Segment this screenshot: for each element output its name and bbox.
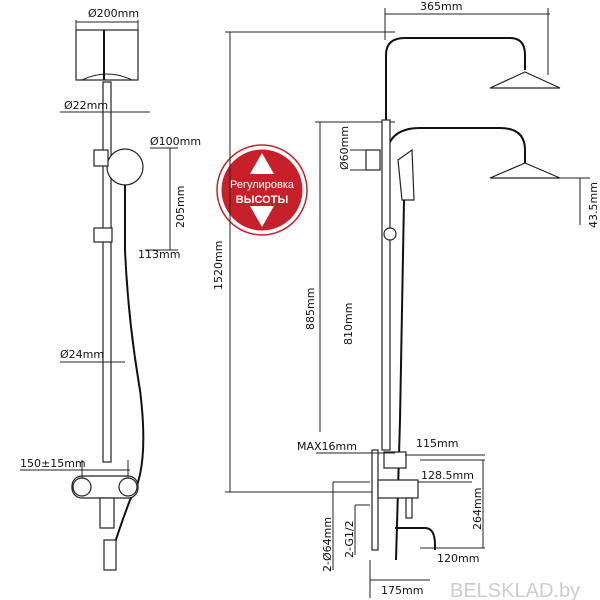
dim-wall-max: MAX16mm bbox=[297, 440, 357, 453]
spout bbox=[395, 527, 436, 550]
badge-circle bbox=[218, 146, 306, 234]
shower-head-top-view bbox=[75, 29, 139, 81]
arrow-up-icon bbox=[250, 153, 274, 174]
hand-shower-outlet bbox=[103, 539, 117, 571]
badge-line2: ВЫСОТЫ bbox=[236, 194, 289, 206]
dim-mixer-height: 264mm bbox=[471, 488, 484, 530]
slide-knob bbox=[383, 227, 397, 241]
dim-holder-height: 205mm bbox=[174, 186, 187, 228]
mixer-handle bbox=[99, 497, 115, 529]
mixer-inlet-right bbox=[118, 477, 138, 497]
dim-inlet-spacing: 150±15mm bbox=[20, 457, 86, 470]
hose-side bbox=[395, 199, 405, 561]
dim-depth-mixer: 128.5mm bbox=[421, 469, 474, 482]
dim-inlet-thread: 2-G1/2 bbox=[343, 520, 356, 558]
dim-spout-reach: 120mm bbox=[437, 552, 479, 565]
right-side-view: 365mm Ø60mm 43.5mm 1520mm 885mm 810mm MA… bbox=[212, 0, 600, 598]
height-adjustment-badge: Регулировка ВЫСОТЫ bbox=[216, 144, 308, 236]
dim-head-drop: 43.5mm bbox=[587, 182, 600, 228]
slide-holder bbox=[93, 227, 113, 243]
dim-inlet-diameter: 2-Ø64mm bbox=[321, 517, 334, 572]
mixer-side bbox=[377, 479, 419, 499]
dim-total-height: 1520mm bbox=[212, 241, 225, 290]
dim-height-upper: 885mm bbox=[304, 288, 317, 330]
dim-depth-diverter: 115mm bbox=[416, 437, 458, 450]
riser-pipe bbox=[102, 81, 112, 463]
dim-total-depth: 175mm bbox=[381, 584, 423, 597]
dim-pipe-diameter-top: Ø22mm bbox=[64, 99, 108, 112]
badge-ring bbox=[216, 144, 308, 236]
badge-line1: Регулировка bbox=[230, 179, 295, 191]
rain-head-lower bbox=[489, 162, 561, 179]
mixer-lever bbox=[405, 497, 413, 519]
hand-shower bbox=[106, 148, 144, 186]
dim-hand-shower-diameter: Ø100mm bbox=[150, 135, 201, 148]
hose bbox=[109, 185, 145, 561]
rain-head-upper bbox=[489, 71, 561, 89]
riser-pipe-side bbox=[381, 119, 391, 451]
shower-head bbox=[81, 73, 133, 81]
dim-pipe-diameter-bottom: Ø24mm bbox=[60, 348, 104, 361]
dim-escutcheon-diameter: Ø60mm bbox=[338, 126, 351, 170]
dim-height-lower: 810mm bbox=[342, 303, 355, 345]
wall-plate bbox=[371, 449, 379, 551]
dim-arm-reach: 365mm bbox=[420, 0, 462, 13]
diverter bbox=[383, 451, 407, 469]
watermark: BELSKLAD.by bbox=[450, 580, 580, 600]
arrow-down-icon bbox=[250, 206, 274, 227]
dim-head-diameter: Ø200mm bbox=[88, 7, 139, 20]
wall-bracket bbox=[365, 149, 381, 171]
mixer-inlet-left bbox=[72, 477, 92, 497]
hand-shower-bracket bbox=[93, 149, 109, 167]
hand-shower-side bbox=[397, 148, 415, 201]
dim-holder-offset: 113mm bbox=[138, 248, 180, 261]
overhead-arm-upper bbox=[385, 37, 526, 230]
left-front-view: Ø200mm Ø22mm Ø100mm 205mm 113mm Ø24mm 15… bbox=[20, 7, 201, 571]
